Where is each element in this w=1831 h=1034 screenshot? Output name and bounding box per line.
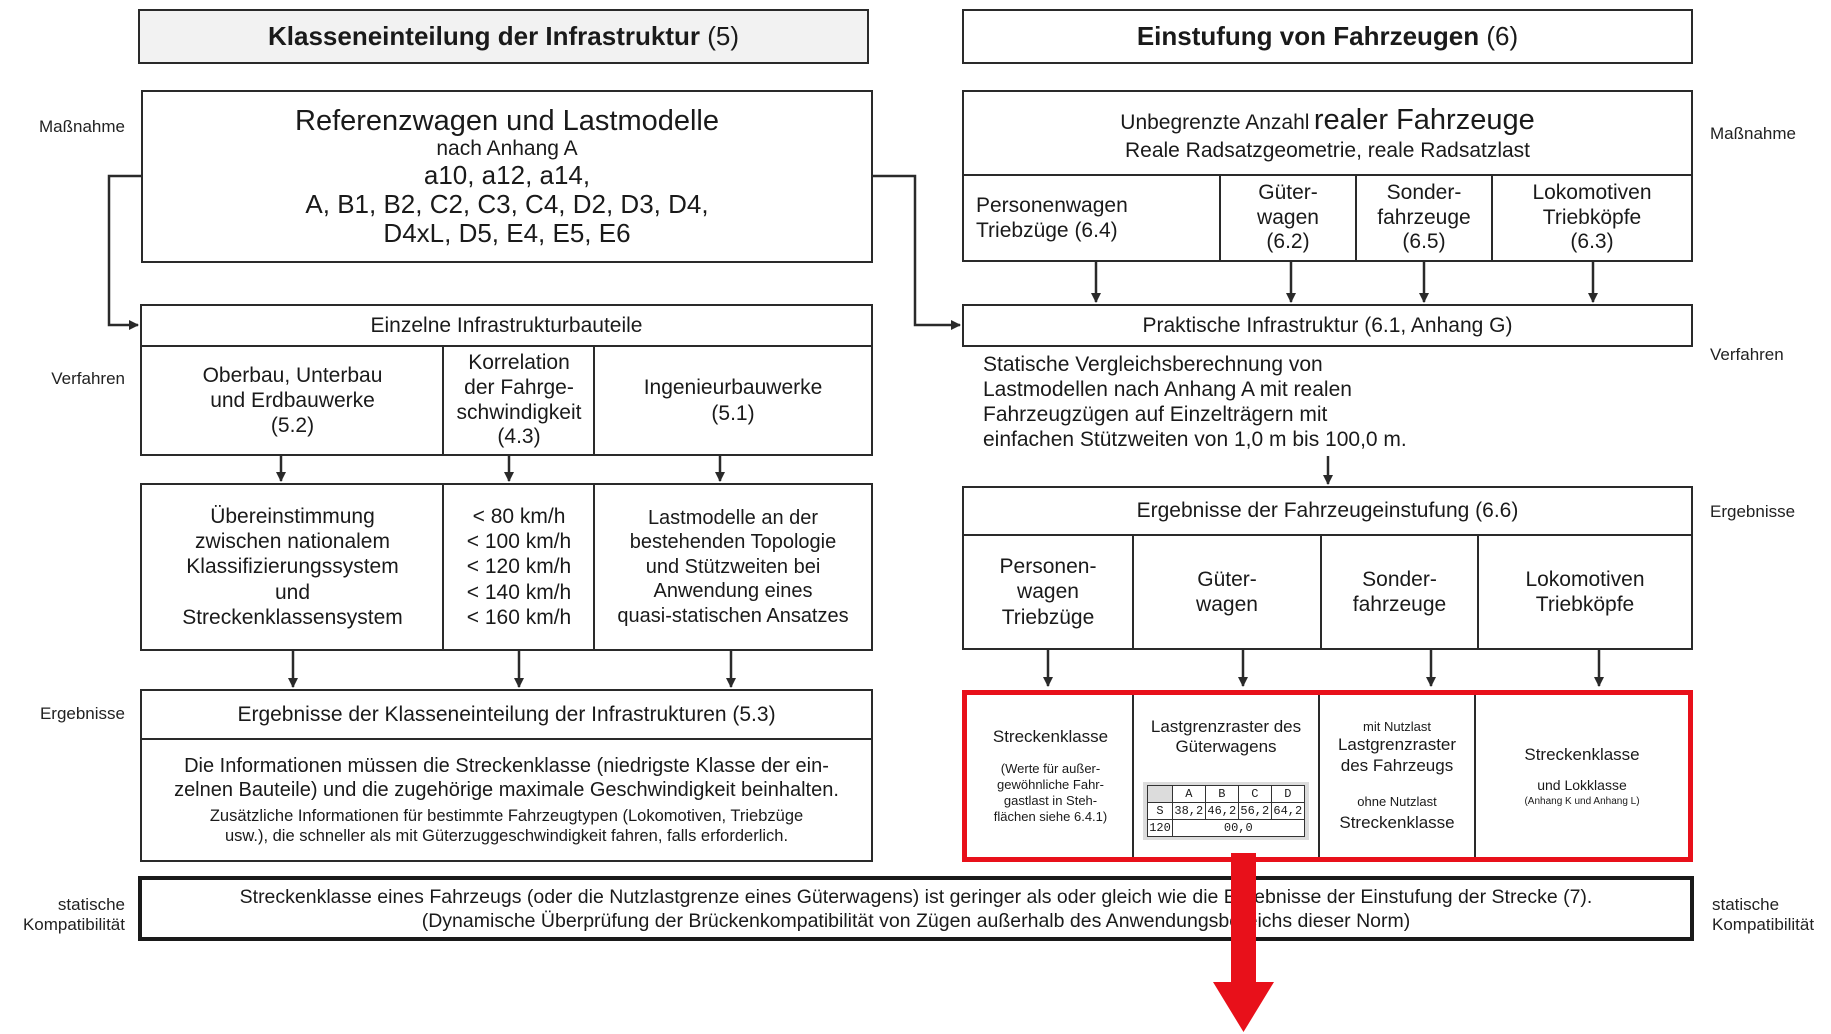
load-limit-grid: A B C D S 38,2 46,2 56,2 64,2 120 00,0 [1143, 781, 1309, 840]
info-line-2: zelnen Bauteile) und die zugehörige maxi… [174, 779, 839, 802]
connector-ref-to-practical [873, 174, 961, 330]
reference-line-3: D4xL, D5, E4, E5, E6 [383, 218, 631, 249]
result-cat-sonderfahrzeuge: Sonder-fahrzeuge [1352, 567, 1447, 616]
right-results-header-box: Ergebnisse der Fahrzeugeinstufung (6.6) [962, 486, 1693, 536]
compatibility-line-2: (Dynamische Überprüfung der Brückenkompa… [421, 909, 1411, 932]
grid-header-c: C [1237, 784, 1272, 803]
practical-infrastructure-box: Praktische Infrastruktur (6.1, Anhang G) [962, 304, 1693, 347]
output-lokomotiven: Streckenklasse und Lokklasse (Anhang K u… [1524, 745, 1640, 807]
grid-cell: 56,2 [1237, 801, 1272, 820]
left-results-header-box: Ergebnisse der Klasseneinteilung der Inf… [140, 689, 873, 740]
grid-header-b: B [1204, 784, 1239, 803]
side-label-verfahren-right: Verfahren [1710, 345, 1784, 364]
real-vehicles-box: Unbegrenzte Anzahl realer Fahrzeuge Real… [962, 90, 1693, 176]
side-label-massnahme-right: Maßnahme [1710, 124, 1796, 143]
grid-header-d: D [1270, 784, 1305, 803]
result-speed-list: < 80 km/h< 100 km/h< 120 km/h< 140 km/h<… [466, 505, 572, 629]
info-small-2: usw.), die schneller als mit Güterzugges… [224, 826, 789, 845]
reference-subtitle: nach Anhang A [436, 137, 578, 161]
side-label-ergebnisse-left: Ergebnisse [39, 704, 125, 723]
left-title-box: Klasseneinteilung der Infrastruktur (5) [138, 9, 869, 64]
grid-row2-label: 120 [1147, 818, 1173, 837]
left-results-header: Ergebnisse der Klasseneinteilung der Inf… [237, 702, 776, 726]
side-label-massnahme-left: Maßnahme [39, 117, 125, 136]
connector-ref-to-components [107, 174, 141, 330]
reference-line-1: a10, a12, a14, [423, 159, 591, 190]
reference-title: Referenzwagen und Lastmodelle [295, 104, 719, 137]
output-streckenklasse-personen: Streckenklasse (Werte für außer-gewöhnli… [992, 726, 1109, 825]
left-info-box: Die Informationen müssen die Streckenkla… [140, 738, 873, 862]
side-label-statische-right: statische Kompatibilität [1712, 895, 1815, 934]
reference-models-box: Referenzwagen und Lastmodelle nach Anhan… [141, 90, 873, 263]
result-cat-gueterwagen: Güter-wagen [1196, 567, 1258, 616]
vehicles-pre: Unbegrenzte Anzahl [1120, 111, 1310, 134]
info-line-1: Die Informationen müssen die Streckenkla… [184, 754, 829, 777]
component-ingenieurbauwerke: Ingenieurbauwerke(5.1) [643, 376, 823, 425]
grid-row2-value: 00,0 [1171, 818, 1305, 837]
info-small-1: Zusätzliche Informationen für bestimmte … [209, 806, 804, 825]
vehicle-outputs-row: Streckenklasse (Werte für außer-gewöhnli… [962, 690, 1693, 862]
right-title-box: Einstufung von Fahrzeugen (6) [962, 9, 1693, 64]
red-highlight-arrow [1213, 853, 1274, 1032]
grid-cell: 46,2 [1204, 801, 1239, 820]
left-title-ref: (5) [707, 21, 739, 51]
components-header-box: Einzelne Infrastrukturbauteile [140, 304, 873, 347]
left-title: Klasseneinteilung der Infrastruktur [268, 21, 700, 51]
side-label-statische-left: statische Kompatibilität [22, 895, 125, 934]
practical-infrastructure: Praktische Infrastruktur (6.1, Anhang G) [1142, 313, 1513, 337]
category-sonderfahrzeuge: Sonder-fahrzeuge(6.5) [1377, 180, 1471, 254]
vehicles-sub: Reale Radsatzgeometrie, reale Radsatzlas… [1124, 138, 1531, 162]
side-label-verfahren-left: Verfahren [51, 369, 125, 388]
reference-line-2: A, B1, B2, C2, C3, C4, D2, D3, D4, [305, 188, 709, 219]
vehicles-big: realer Fahrzeuge [1313, 104, 1535, 136]
components-header: Einzelne Infrastrukturbauteile [370, 313, 643, 337]
right-results-header: Ergebnisse der Fahrzeugeinstufung (6.6) [1136, 499, 1519, 522]
category-gueterwagen: Güter-wagen(6.2) [1257, 180, 1319, 254]
right-title-ref: (6) [1486, 21, 1519, 51]
right-title: Einstufung von Fahrzeugen [1136, 21, 1480, 51]
side-label-ergebnisse-right: Ergebnisse [1710, 502, 1796, 521]
